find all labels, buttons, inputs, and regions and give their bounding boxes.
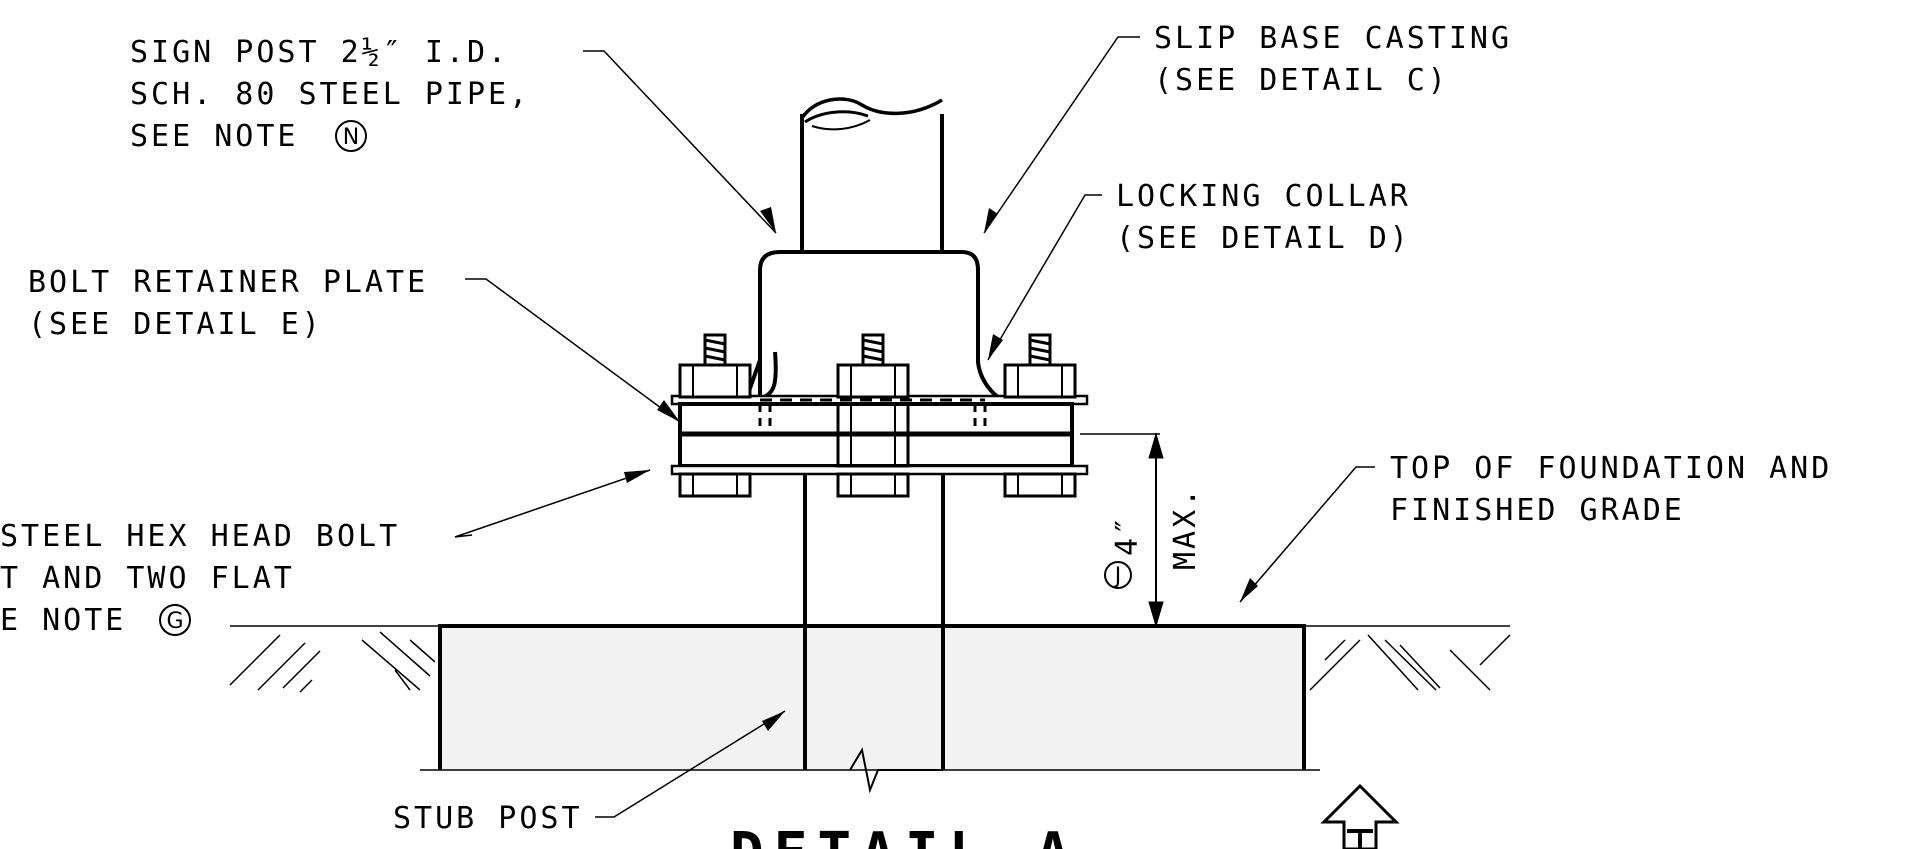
stub-post-label: STUB POST (393, 801, 583, 836)
locking-collar-label-line1: LOCKING COLLAR (1116, 179, 1411, 214)
bolt-right (1003, 333, 1077, 498)
top-foundation-label-line2: FINISHED GRADE (1390, 493, 1685, 528)
note-n-circle: N (335, 120, 367, 152)
base-plates (670, 394, 1089, 476)
bolt-left (678, 333, 752, 498)
leader-lines (454, 36, 1375, 818)
svg-text:G: G (166, 609, 183, 634)
bolt-retainer-label-line2: (SEE DETAIL E) (28, 307, 323, 342)
note-g-circle: G (159, 604, 191, 636)
top-foundation-label-line1: TOP OF FOUNDATION AND (1390, 451, 1832, 486)
sign-post-label-line3: SEE NOTE (130, 119, 299, 154)
dimension-4in-max (1080, 432, 1164, 628)
slip-base-label-line1: SLIP BASE CASTING (1154, 21, 1512, 56)
dimension-value: 4″ (1110, 514, 1145, 556)
section-arrow-icon (1320, 783, 1400, 849)
earth-hatch-left (229, 631, 436, 693)
dimension-max: MAX. (1168, 486, 1203, 570)
bolt-retainer-label-line1: BOLT RETAINER PLATE (28, 265, 428, 300)
hex-bolt-label-line3: E NOTE (0, 603, 126, 638)
sign-post-label-line2: SCH. 80 STEEL PIPE, (130, 77, 530, 112)
sign-post-label-line1: SIGN POST 2½″ I.D. (130, 35, 509, 70)
detail-title: DETAIL A (730, 821, 1080, 849)
stub-post (803, 470, 945, 794)
svg-text:N: N (343, 125, 359, 150)
note-j-circle: J (1104, 561, 1132, 589)
slip-base-label-line2: (SEE DETAIL C) (1154, 63, 1449, 98)
bolt-center (836, 333, 910, 498)
sign-post (800, 97, 944, 252)
locking-collar-label-line2: (SEE DETAIL D) (1116, 221, 1411, 256)
hex-bolt-label-line1: STEEL HEX HEAD BOLT (0, 519, 400, 554)
hex-bolt-label-line2: T AND TWO FLAT (0, 561, 295, 596)
leader-arrowheads (624, 207, 1258, 731)
concrete-foundation (438, 624, 1306, 770)
svg-text:J: J (1113, 564, 1122, 589)
earth-hatch-right (1309, 634, 1511, 691)
